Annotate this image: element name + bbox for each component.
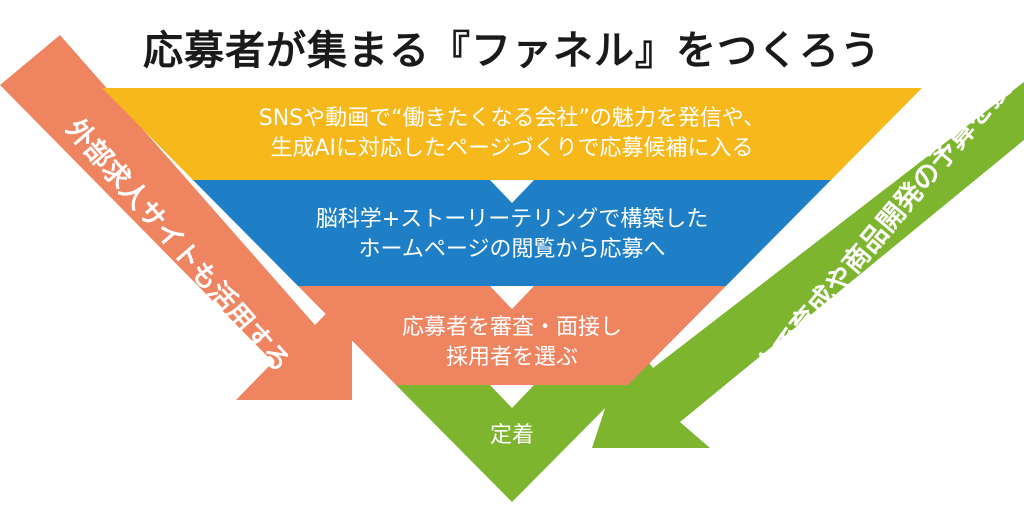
tier-homepage-line-1: 脳科学+ストーリーテリングで構築した	[315, 207, 709, 232]
tier-homepage-text: 脳科学+ストーリーテリングで構築した ホームページの閲覧から応募へ	[232, 205, 792, 265]
tier-awareness-text: SNSや動画で“働きたくなる会社”の魅力を発信や、 生成AIに対応したページづく…	[160, 104, 864, 164]
tier-retention-text: 定着	[432, 421, 592, 451]
connector-arrow-2	[490, 286, 534, 309]
funnel-tier-retention	[396, 385, 628, 502]
funnel-tier-homepage	[193, 180, 831, 286]
tier-awareness-line-1: SNSや動画で“働きたくなる会社”の魅力を発信や、	[258, 106, 766, 131]
right-arrow-shape	[592, 82, 1024, 448]
tier-screening-line-1: 応募者を審査・面接し	[401, 315, 622, 340]
tier-screening-text: 応募者を審査・面接し 採用者を選ぶ	[332, 313, 692, 373]
connector-arrow-3	[490, 385, 534, 408]
funnel-tier-screening	[298, 286, 726, 385]
tier-retention-line-1: 定着	[489, 423, 534, 448]
page-title: 応募者が集まる『ファネル』をつくろう	[143, 28, 881, 74]
funnel-tier-awareness	[102, 88, 922, 180]
connector-arrow-1	[490, 180, 534, 203]
left-arrow-shape	[0, 35, 352, 400]
tier-homepage-line-2: ホームページの閲覧から応募へ	[358, 237, 666, 262]
tier-awareness-line-2: 生成AIに対応したページづくりで応募候補に入る	[270, 136, 754, 161]
tier-screening-line-2: 採用者を選ぶ	[445, 345, 578, 370]
